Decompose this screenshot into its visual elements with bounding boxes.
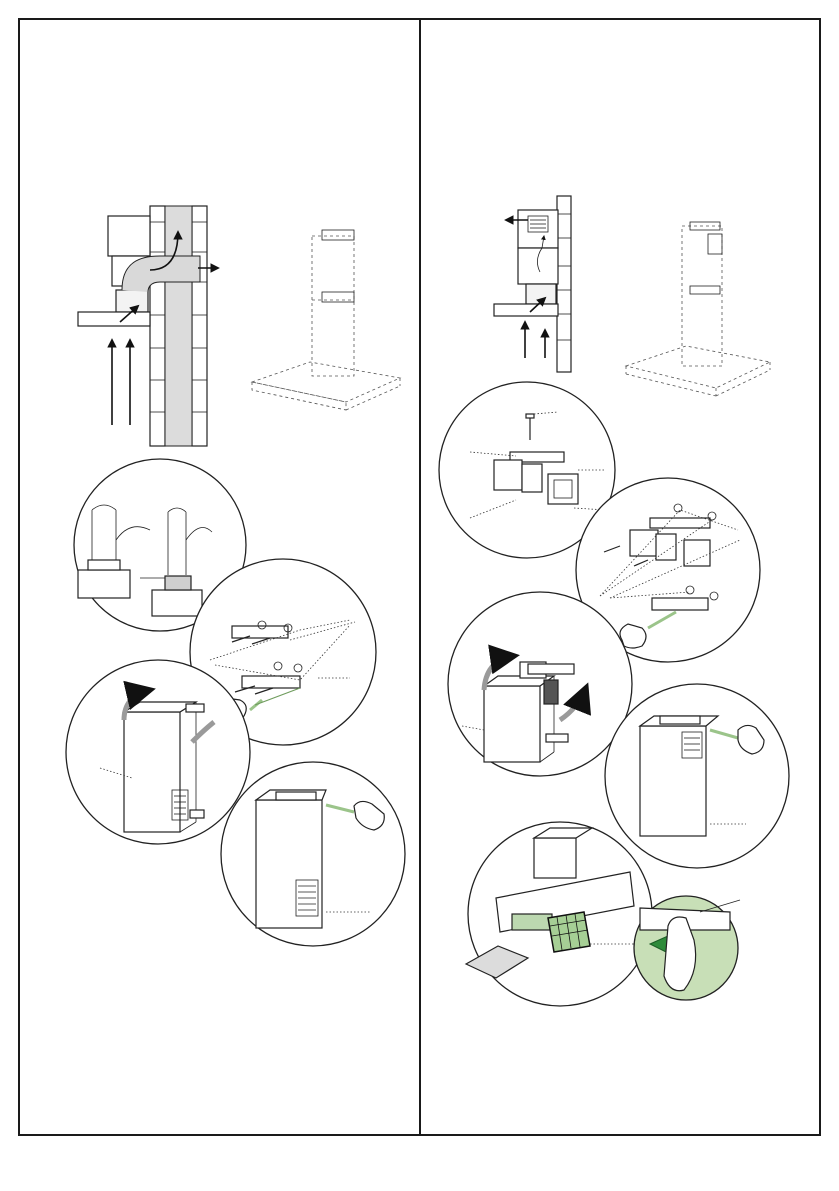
ducted-installation-overview	[78, 206, 218, 446]
recirculation-installation-overview	[494, 196, 571, 372]
ducted-chimney-outline	[252, 230, 400, 410]
brick-wall	[150, 206, 207, 446]
recirculation-chimney-outline	[626, 222, 770, 396]
filter-replacement-detail	[466, 822, 652, 1006]
chimney-fixing-detail-right	[605, 684, 789, 868]
chimney-positioning-detail-right	[448, 592, 632, 776]
filter-latch-zoom	[634, 896, 740, 1000]
chimney-fixing-detail	[221, 762, 405, 946]
chimney-positioning-detail	[66, 660, 250, 844]
